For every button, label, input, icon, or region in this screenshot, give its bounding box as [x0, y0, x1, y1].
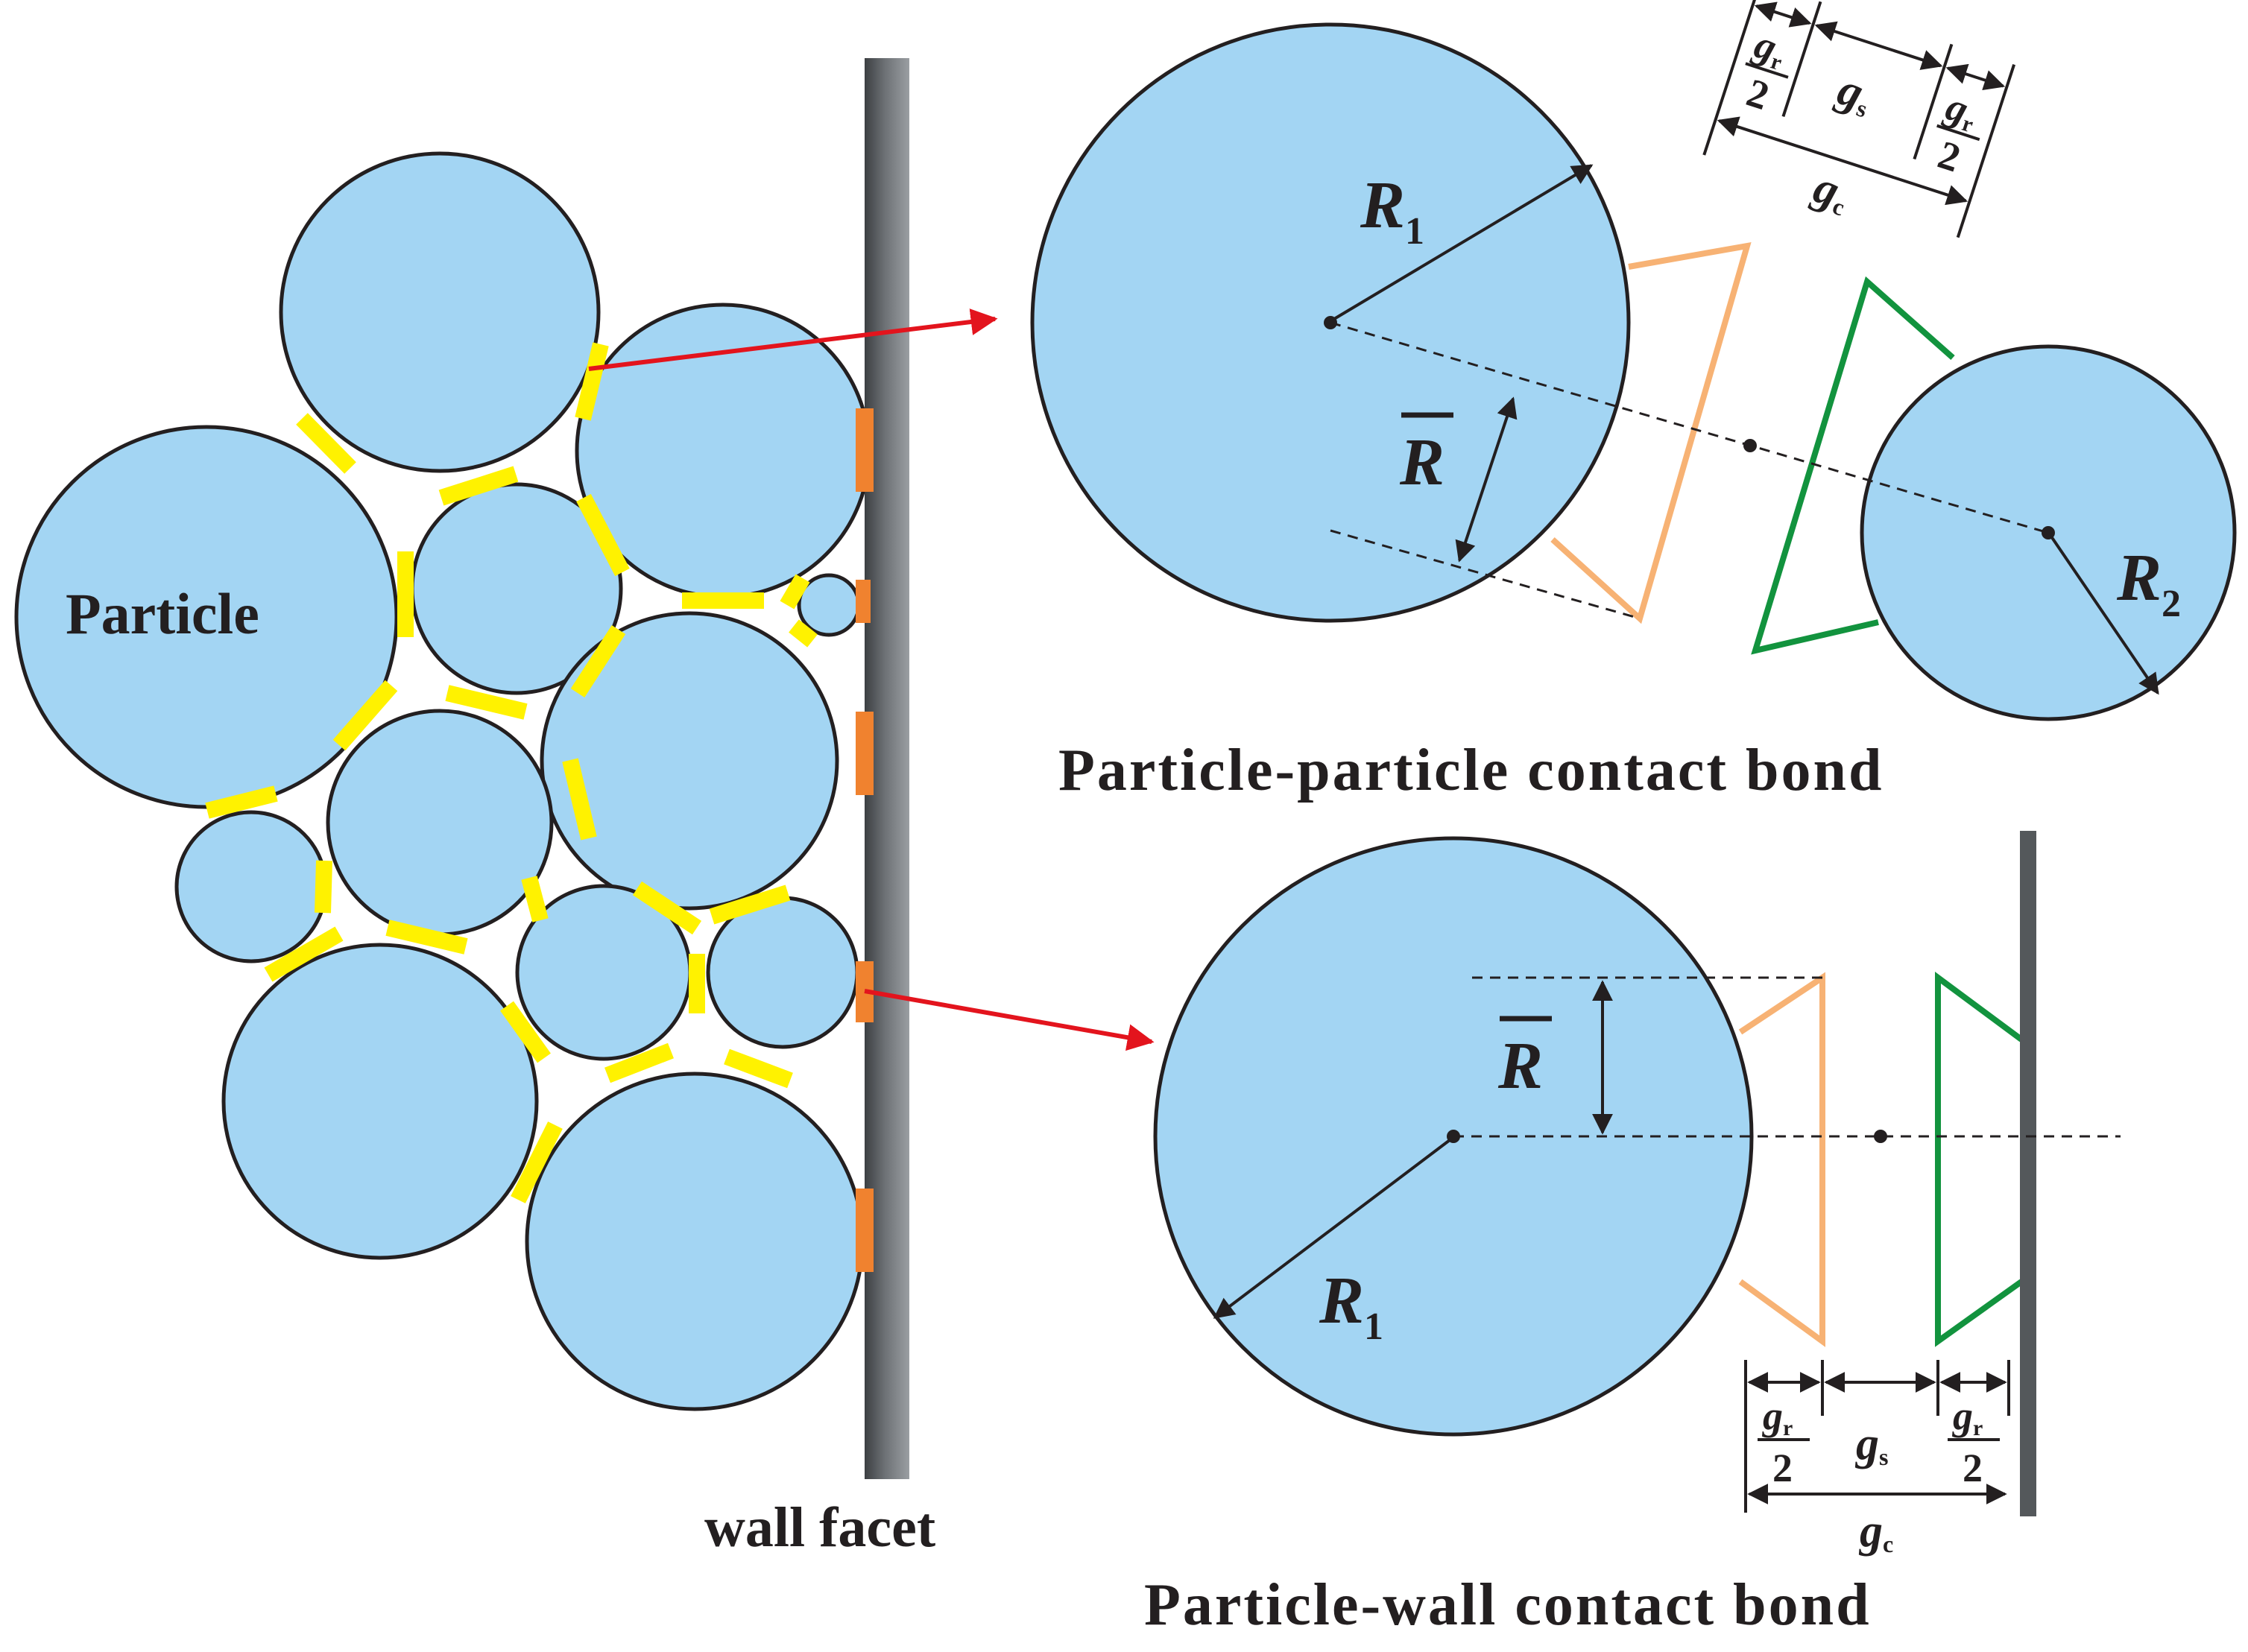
wall-facet-label: wall facet	[704, 1496, 935, 1559]
parallel-bond	[724, 1048, 793, 1089]
wall-bond	[856, 580, 871, 623]
particle-assembly: Particle wall facet	[14, 58, 1155, 1559]
parallel-bond	[385, 920, 468, 955]
particle	[279, 151, 601, 473]
pw-caption: Particle-wall contact bond	[1144, 1572, 1872, 1638]
parallel-bond	[604, 1042, 674, 1083]
parallel-bond	[709, 884, 791, 925]
parallel-bond	[438, 466, 519, 506]
parallel-bond	[445, 685, 528, 720]
wall-bond	[856, 1189, 874, 1272]
center-dot	[2042, 526, 2055, 539]
radius-arrow-r1	[1333, 164, 1594, 320]
gap-dimension-pw: gr 2 gs gr 2 gc	[1744, 1360, 2010, 1557]
wall-bond	[856, 712, 874, 795]
particle	[540, 611, 839, 911]
parallel-bond	[570, 625, 626, 697]
symbol-rbar: R	[1399, 425, 1445, 499]
parallel-bond	[315, 860, 332, 914]
symbol-rbar: R	[1497, 1029, 1543, 1103]
parallel-bond	[780, 574, 810, 610]
gs-label: gs	[1854, 1419, 1888, 1470]
gr-half-arrow	[1754, 1, 1812, 28]
parallel-bond	[576, 493, 630, 577]
parallel-bond	[332, 680, 398, 751]
rbar-arrow	[1455, 396, 1518, 563]
particles	[14, 151, 871, 1411]
parallel-bond	[521, 876, 549, 922]
parallel-bond	[632, 881, 702, 935]
zoom-arrow-pp	[588, 308, 998, 371]
particle-label: Particle	[66, 581, 259, 646]
fraction-bar	[1936, 124, 1980, 142]
pp-bond-detail: R1 R2 R gr 2 gs gr 2 gc Particle-particl…	[1030, 0, 2237, 803]
parallel-bond	[500, 1001, 551, 1063]
wall-facet-detail	[2020, 831, 2036, 1516]
gs-label: gs	[1830, 63, 1878, 123]
gc-label: gc	[1806, 161, 1855, 221]
gr-half-numerator: gr	[1952, 1393, 1983, 1440]
symbol-r1: R1	[1319, 1264, 1383, 1348]
gap-dimension-pp: gr 2 gs gr 2 gc	[1702, 0, 2016, 238]
bond-trapezoid-green	[1751, 276, 1955, 655]
symbol-r2: R2	[2116, 541, 2181, 625]
parallel-bond	[511, 1121, 563, 1203]
particle	[174, 810, 328, 963]
zoom-arrow-pw	[864, 989, 1155, 1051]
pp-caption: Particle-particle contact bond	[1058, 738, 1884, 803]
parallel-bond	[296, 413, 356, 474]
gr-half-arrow	[1945, 63, 2006, 91]
gr-half-denominator: 2	[1772, 1446, 1793, 1490]
center-dot	[1324, 316, 1337, 329]
parallel-bonds	[205, 342, 818, 1203]
center-dot	[1447, 1130, 1460, 1143]
radius-arrow-r1	[1213, 1139, 1451, 1319]
fraction-bar	[1745, 62, 1789, 79]
gc-label: gc	[1858, 1506, 1893, 1557]
parallel-bond	[264, 926, 344, 982]
particle	[221, 943, 539, 1260]
particle	[326, 709, 554, 937]
wall-bond	[856, 408, 874, 492]
parallel-bond	[205, 785, 278, 819]
radius-arrow-r2	[2050, 535, 2159, 695]
center-dot	[1874, 1130, 1887, 1143]
center-dot	[1743, 439, 1757, 452]
pw-bond-detail: R R1 gr 2 gs gr 2 gc Particle-wall conta…	[1144, 831, 2121, 1638]
particle	[706, 896, 859, 1049]
symbol-r1: R1	[1360, 168, 1424, 253]
bond-trapezoid-green	[1935, 972, 2024, 1347]
bond-trapezoid-orange	[1550, 241, 1752, 624]
gr-half-denominator: 2	[1933, 132, 1966, 180]
gc-arrow	[1717, 116, 1968, 206]
gr-half-denominator: 2	[1963, 1446, 1983, 1490]
bond-trapezoid-orange	[1738, 972, 1825, 1347]
particle	[525, 1072, 865, 1411]
gr-half-numerator: gr	[1762, 1393, 1793, 1440]
wall-bonds	[856, 408, 874, 1272]
parallel-bond	[562, 758, 597, 841]
gs-arrow	[1814, 21, 1943, 70]
parallel-bond	[575, 342, 609, 421]
gr-half-denominator: 2	[1741, 70, 1774, 118]
parallel-bond	[789, 619, 818, 648]
